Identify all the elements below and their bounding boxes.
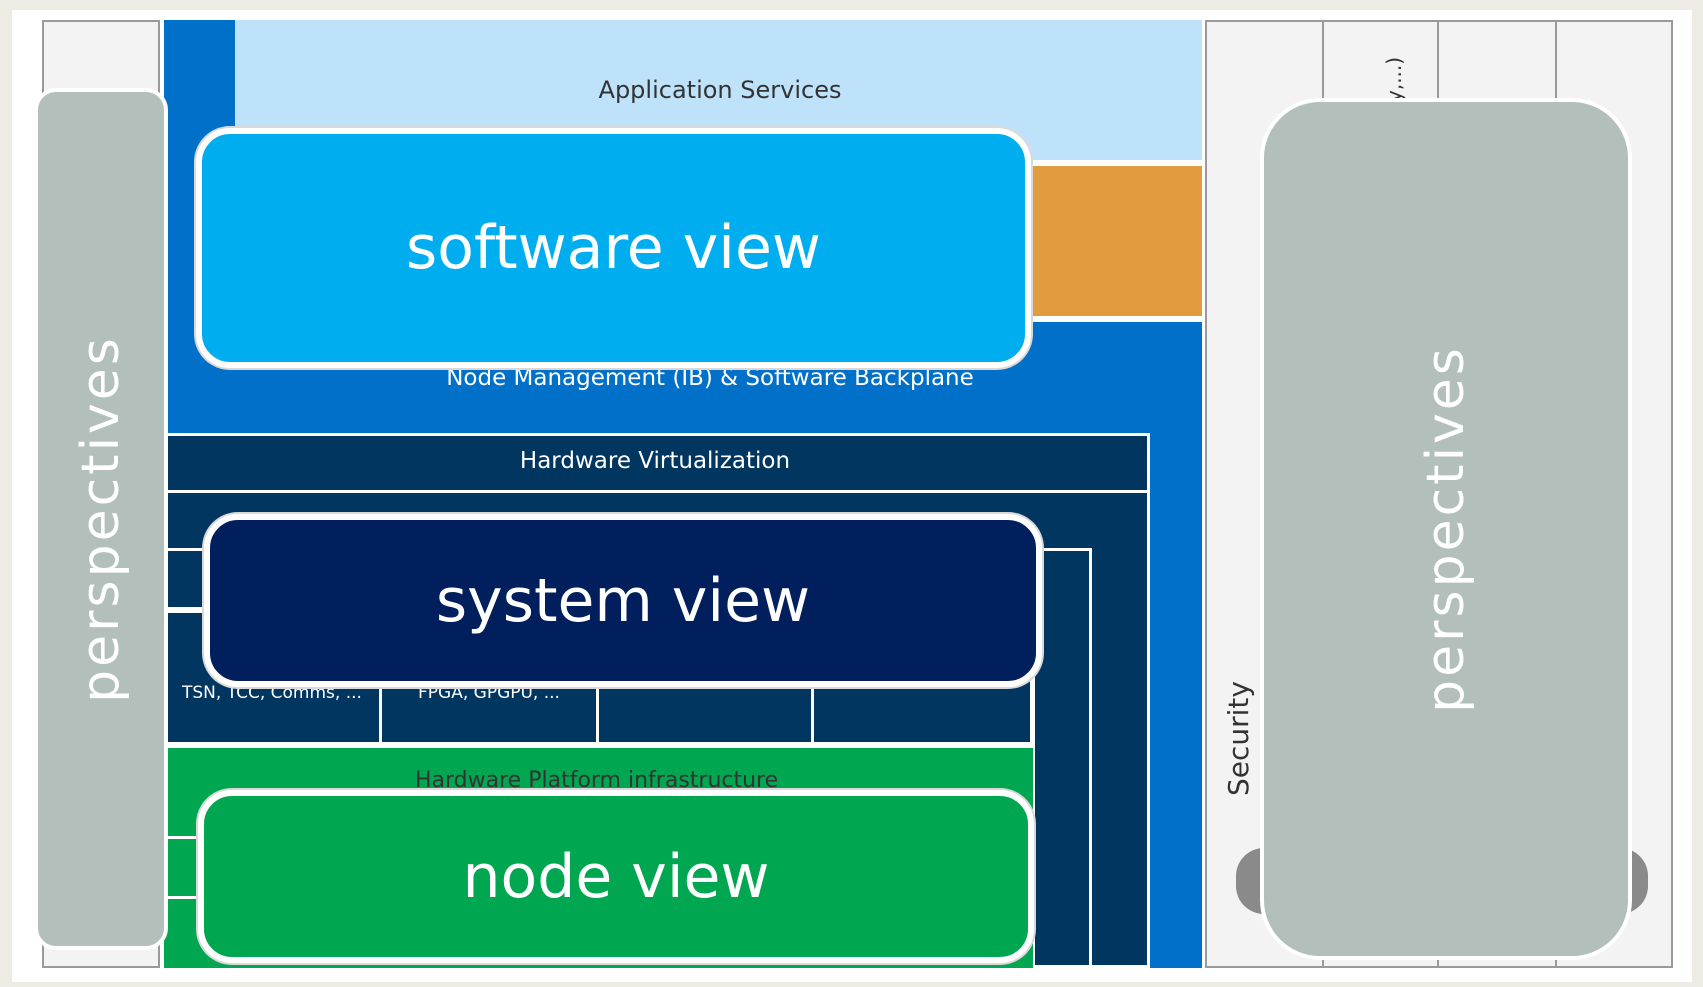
orange-block-border-bottom xyxy=(1030,316,1202,322)
security-label: Security xyxy=(1222,681,1255,796)
node-left-tab-2 xyxy=(164,896,204,899)
node-left-tab-1 xyxy=(164,836,204,839)
perspectives-right[interactable]: perspectives xyxy=(1260,98,1632,960)
cell-fpga-label: FPGA, GPGPU, ... xyxy=(418,683,560,703)
nested-frame-1 xyxy=(1032,548,1092,968)
node-management-label: Node Management (IB) & Software Backplan… xyxy=(446,365,974,391)
hardware-virtualization-label: Hardware Virtualization xyxy=(519,448,791,474)
system-left-tab xyxy=(164,548,208,610)
hardware-platform-label: Hardware Platform infrastructure xyxy=(415,768,779,793)
hv-divider xyxy=(164,490,1147,493)
node-view-label: node view xyxy=(462,841,770,912)
perspectives-left[interactable]: perspectives xyxy=(34,88,168,950)
software-view-label: software view xyxy=(406,213,821,283)
perspectives-right-label: perspectives xyxy=(1416,345,1477,713)
perspectives-left-label: perspectives xyxy=(71,335,132,703)
system-view-box[interactable]: system view xyxy=(204,514,1042,687)
cell-tsn-label: TSN, TCC, Comms, ... xyxy=(182,683,362,703)
partial-label: y,...) xyxy=(1382,56,1406,102)
software-view-box[interactable]: software view xyxy=(196,128,1031,368)
system-view-label: system view xyxy=(435,565,811,636)
node-view-box[interactable]: node view xyxy=(198,790,1034,963)
orange-block-border xyxy=(1030,160,1202,166)
application-services-label: Application Services xyxy=(598,76,842,104)
orange-block xyxy=(1030,166,1202,316)
